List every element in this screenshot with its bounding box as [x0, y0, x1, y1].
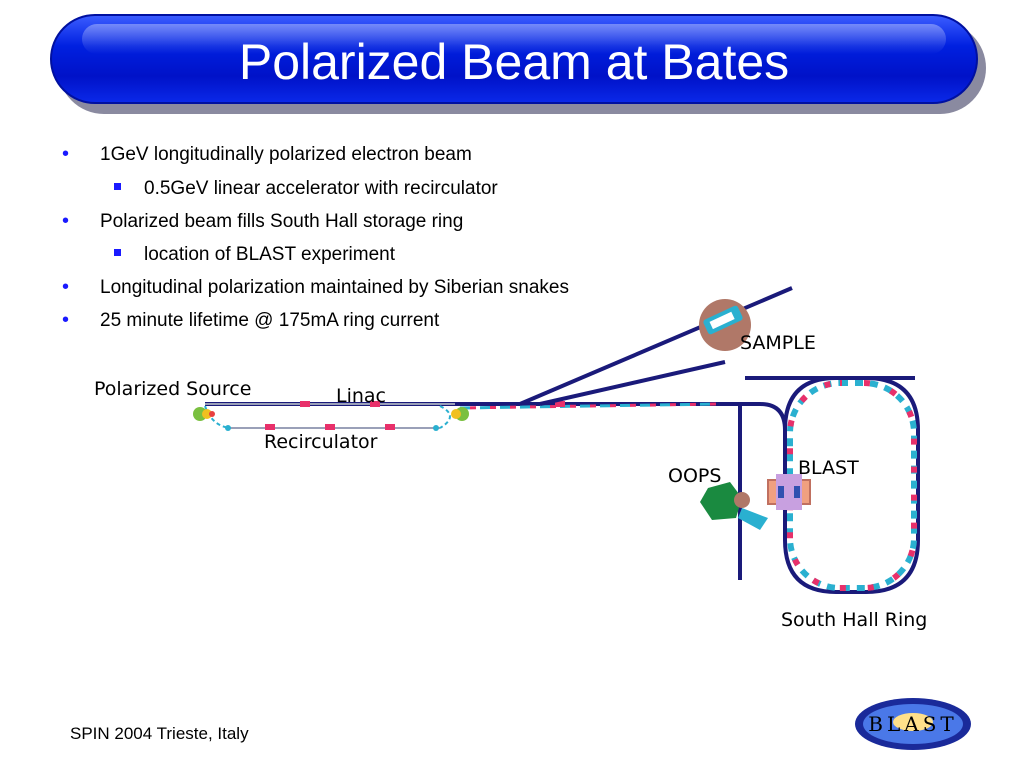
square-bullet-icon — [114, 183, 121, 190]
linac-end-icon — [451, 407, 469, 421]
sample-target-icon — [699, 299, 751, 351]
oops-detector-icon — [700, 482, 768, 530]
label-south-hall-ring: South Hall Ring — [781, 609, 927, 631]
label-sample: SAMPLE — [740, 332, 816, 354]
label-oops: OOPS — [668, 465, 721, 487]
blast-logo: BLAST — [855, 698, 971, 750]
bullet-text: Longitudinal polarization maintained by … — [100, 277, 569, 298]
label-recirculator: Recirculator — [264, 431, 378, 453]
bullet-text: Polarized beam fills South Hall storage … — [100, 211, 464, 232]
bullet-text: location of BLAST experiment — [144, 244, 396, 265]
sample-beamline — [519, 286, 793, 406]
linac-magnets — [225, 401, 565, 431]
south-hall-ring — [720, 376, 920, 594]
label-polarized-source: Polarized Source — [94, 378, 251, 400]
label-linac: Linac — [336, 385, 386, 407]
bullet-marker: • — [62, 276, 70, 298]
linac-recirculator — [204, 402, 721, 429]
bullet-text: 0.5GeV linear accelerator with recircula… — [144, 178, 498, 199]
bullet-marker: • — [62, 210, 70, 232]
blast-logo-text: BLAST — [868, 712, 957, 736]
title-bar: Polarized Beam at Bates — [50, 14, 978, 104]
slide-footer: SPIN 2004 Trieste, Italy — [70, 724, 249, 743]
blast-detector-icon — [767, 474, 811, 510]
square-bullet-icon — [114, 249, 121, 256]
bullet-marker: • — [62, 143, 70, 165]
polarized-source-icon — [193, 407, 215, 421]
slide-title: Polarized Beam at Bates — [238, 34, 790, 90]
bullet-text: 25 minute lifetime @ 175mA ring current — [100, 310, 440, 331]
bullet-marker: • — [62, 309, 70, 331]
bullet-text: 1GeV longitudinally polarized electron b… — [100, 144, 472, 165]
label-blast: BLAST — [798, 457, 859, 479]
